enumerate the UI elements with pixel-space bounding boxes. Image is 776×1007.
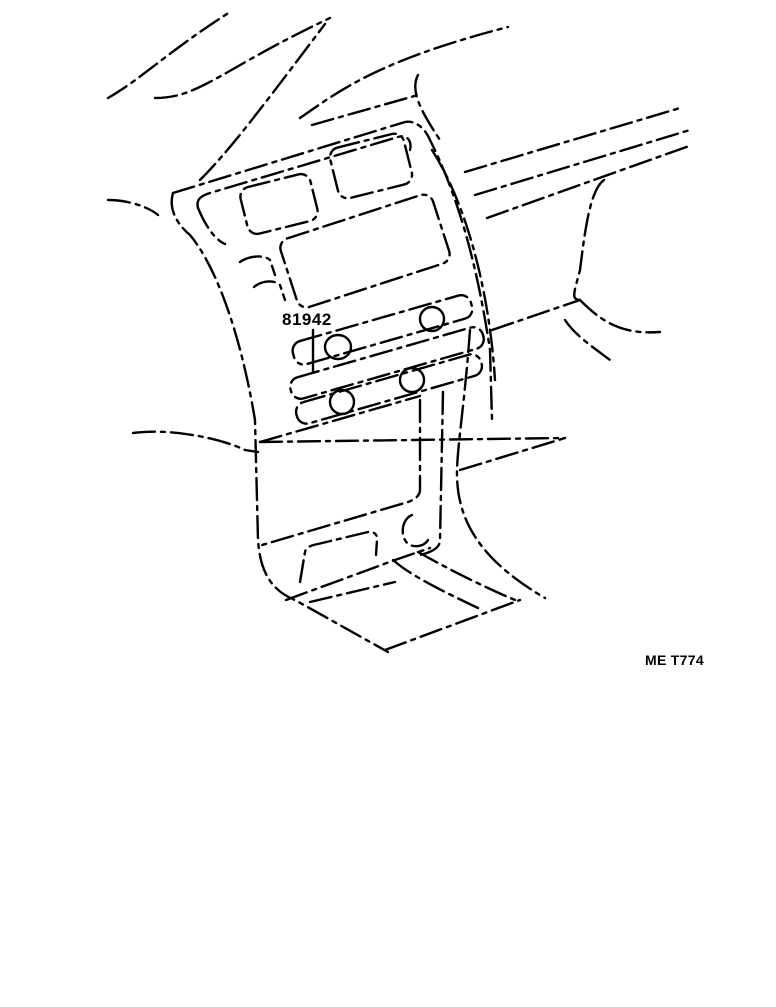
- illustration-reference-code: ME T774: [645, 652, 704, 668]
- part-number-callout: 81942: [282, 310, 332, 329]
